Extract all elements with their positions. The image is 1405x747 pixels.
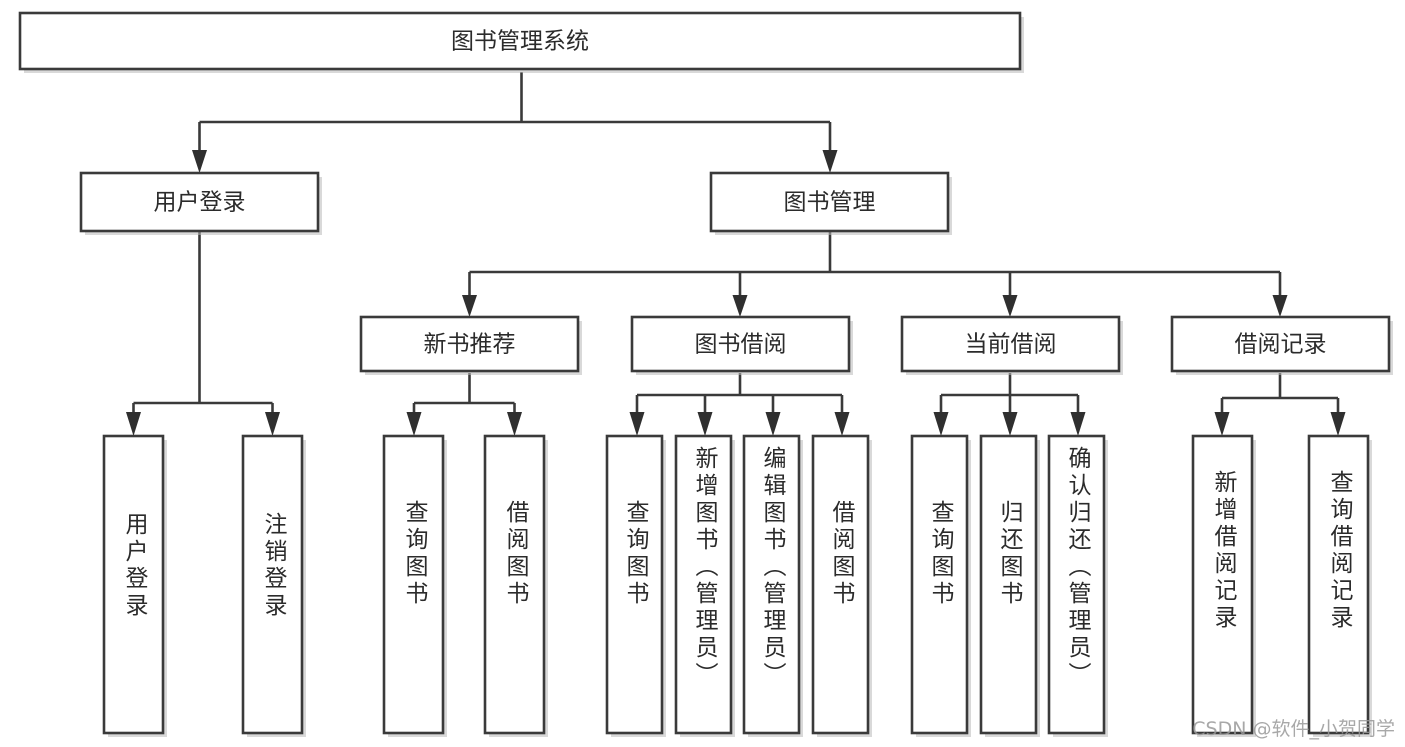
level2-node-user-login[interactable] [79,171,320,233]
arrowhead-leaf-user-2 [265,412,280,436]
leaf-node-user-logout[interactable] [241,434,304,735]
level3-node-new-book[interactable] [359,315,580,373]
arrowhead-new-book [462,295,477,317]
node-layer: 图书管理系统 用户登录 图书管理 新书推荐 图书借阅 当前借阅 借阅记录 [18,11,1393,737]
leaf-node-current-return[interactable] [979,434,1038,735]
level3-node-current-borrow[interactable] [900,315,1121,373]
leaf-node-current-confirm[interactable] [1047,434,1106,735]
leaf-node-newbook-query[interactable] [382,434,445,735]
leaf-node-record-query[interactable] [1307,434,1370,735]
level2-label-book-manage: 图书管理 [784,190,876,216]
arrowhead-book-manage [822,150,838,173]
leaf-node-current-query[interactable] [910,434,969,735]
level3-label-current-borrow: 当前借阅 [965,332,1057,358]
arrowhead-layer [126,150,1346,436]
arrowhead-leaf-borrow-3 [765,412,781,436]
level3-label-book-borrow: 图书借阅 [695,332,787,358]
arrowhead-leaf-record-2 [1330,412,1346,436]
level3-label-borrow-record: 借阅记录 [1235,332,1327,358]
root-node-box[interactable] [18,11,1022,71]
leaf-node-borrow-edit[interactable] [742,434,801,735]
arrowhead-leaf-newbook-2 [507,412,522,436]
level3-node-book-borrow[interactable] [630,315,851,373]
leaf-node-borrow-borrow[interactable] [811,434,870,735]
arrowhead-leaf-current-3 [1070,412,1086,436]
arrowhead-leaf-borrow-1 [629,412,645,436]
arrowhead-book-borrow [732,295,748,317]
level2-node-book-manage[interactable] [709,171,950,233]
arrowhead-leaf-borrow-2 [697,412,713,436]
root-node-label: 图书管理系统 [451,29,589,55]
arrowhead-leaf-user-1 [126,412,141,436]
leaf-node-borrow-add[interactable] [674,434,733,735]
leaf-node-user-login[interactable] [102,434,165,735]
leaf-node-record-add[interactable] [1191,434,1254,735]
arrowhead-user-login [192,150,207,173]
arrowhead-leaf-current-2 [1002,412,1018,436]
level3-node-borrow-record[interactable] [1170,315,1391,373]
arrowhead-leaf-current-1 [933,412,949,436]
level2-label-user-login: 用户登录 [154,190,246,216]
leaf-node-borrow-query[interactable] [605,434,664,735]
arrowhead-current-borrow [1002,295,1018,317]
arrowhead-leaf-newbook-1 [406,412,422,436]
level3-label-new-book: 新书推荐 [424,332,516,358]
arrowhead-leaf-borrow-4 [834,412,850,436]
arrowhead-leaf-record-1 [1214,412,1230,436]
leaf-node-newbook-borrow[interactable] [483,434,546,735]
arrowhead-borrow-record [1272,295,1288,317]
